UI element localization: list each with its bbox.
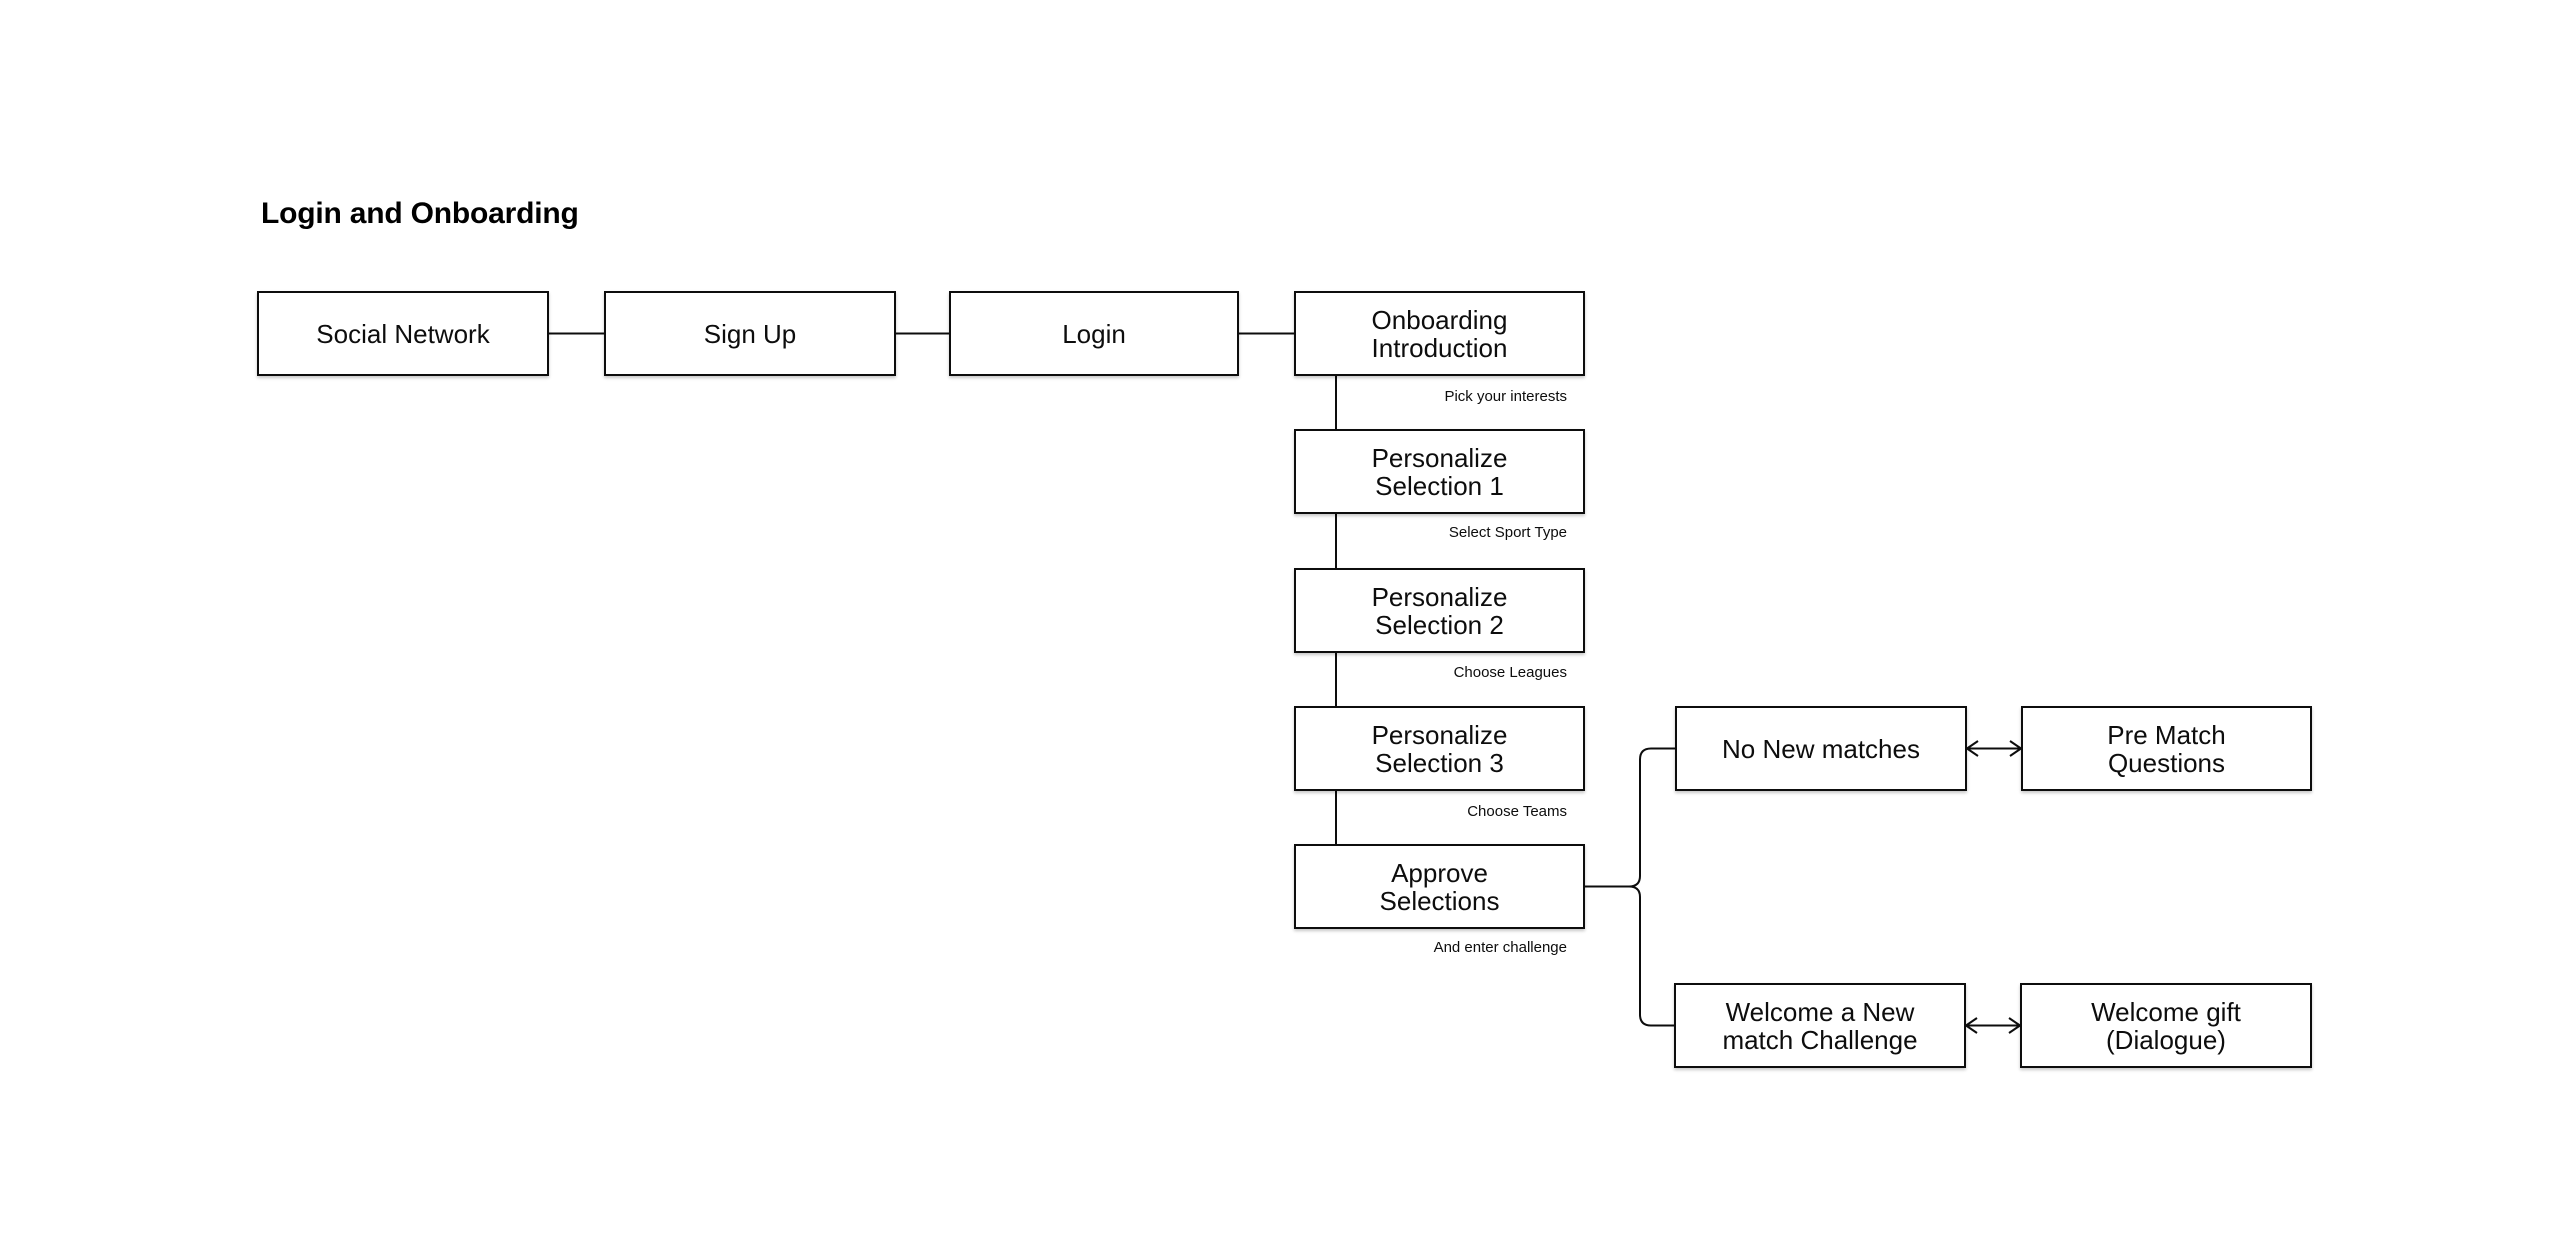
node-no-new-matches[interactable]: No New matches: [1675, 706, 1967, 791]
edge-label-choose-teams: Choose Teams: [1467, 803, 1567, 820]
double-arrow-bottom: [1965, 1017, 2021, 1034]
node-welcome-gift-dialogue[interactable]: Welcome gift (Dialogue): [2020, 983, 2312, 1068]
node-approve-selections[interactable]: Approve Selections: [1294, 844, 1585, 929]
edge-label-select-sport-type: Select Sport Type: [1448, 524, 1567, 541]
node-pre-match-questions[interactable]: Pre Match Questions: [2021, 706, 2312, 791]
edge-label-choose-leagues: Choose Leagues: [1453, 664, 1567, 681]
diagram-title: Login and Onboarding: [261, 197, 579, 230]
node-welcome-new-match-challenge[interactable]: Welcome a New match Challenge: [1674, 983, 1966, 1068]
edge-label-and-enter-challenge: And enter challenge: [1433, 939, 1567, 956]
node-personalize-selection-1[interactable]: Personalize Selection 1: [1294, 429, 1585, 514]
double-arrow-top: [1966, 740, 2022, 757]
node-personalize-selection-3[interactable]: Personalize Selection 3: [1294, 706, 1585, 791]
node-onboarding-introduction[interactable]: Onboarding Introduction: [1294, 291, 1585, 376]
node-login[interactable]: Login: [949, 291, 1239, 376]
node-sign-up[interactable]: Sign Up: [604, 291, 896, 376]
node-social-network[interactable]: Social Network: [257, 291, 549, 376]
edge-label-pick-your-interests: Pick your interests: [1444, 388, 1567, 405]
connector-branch-brace: [1628, 747, 1675, 1027]
node-personalize-selection-2[interactable]: Personalize Selection 2: [1294, 568, 1585, 653]
